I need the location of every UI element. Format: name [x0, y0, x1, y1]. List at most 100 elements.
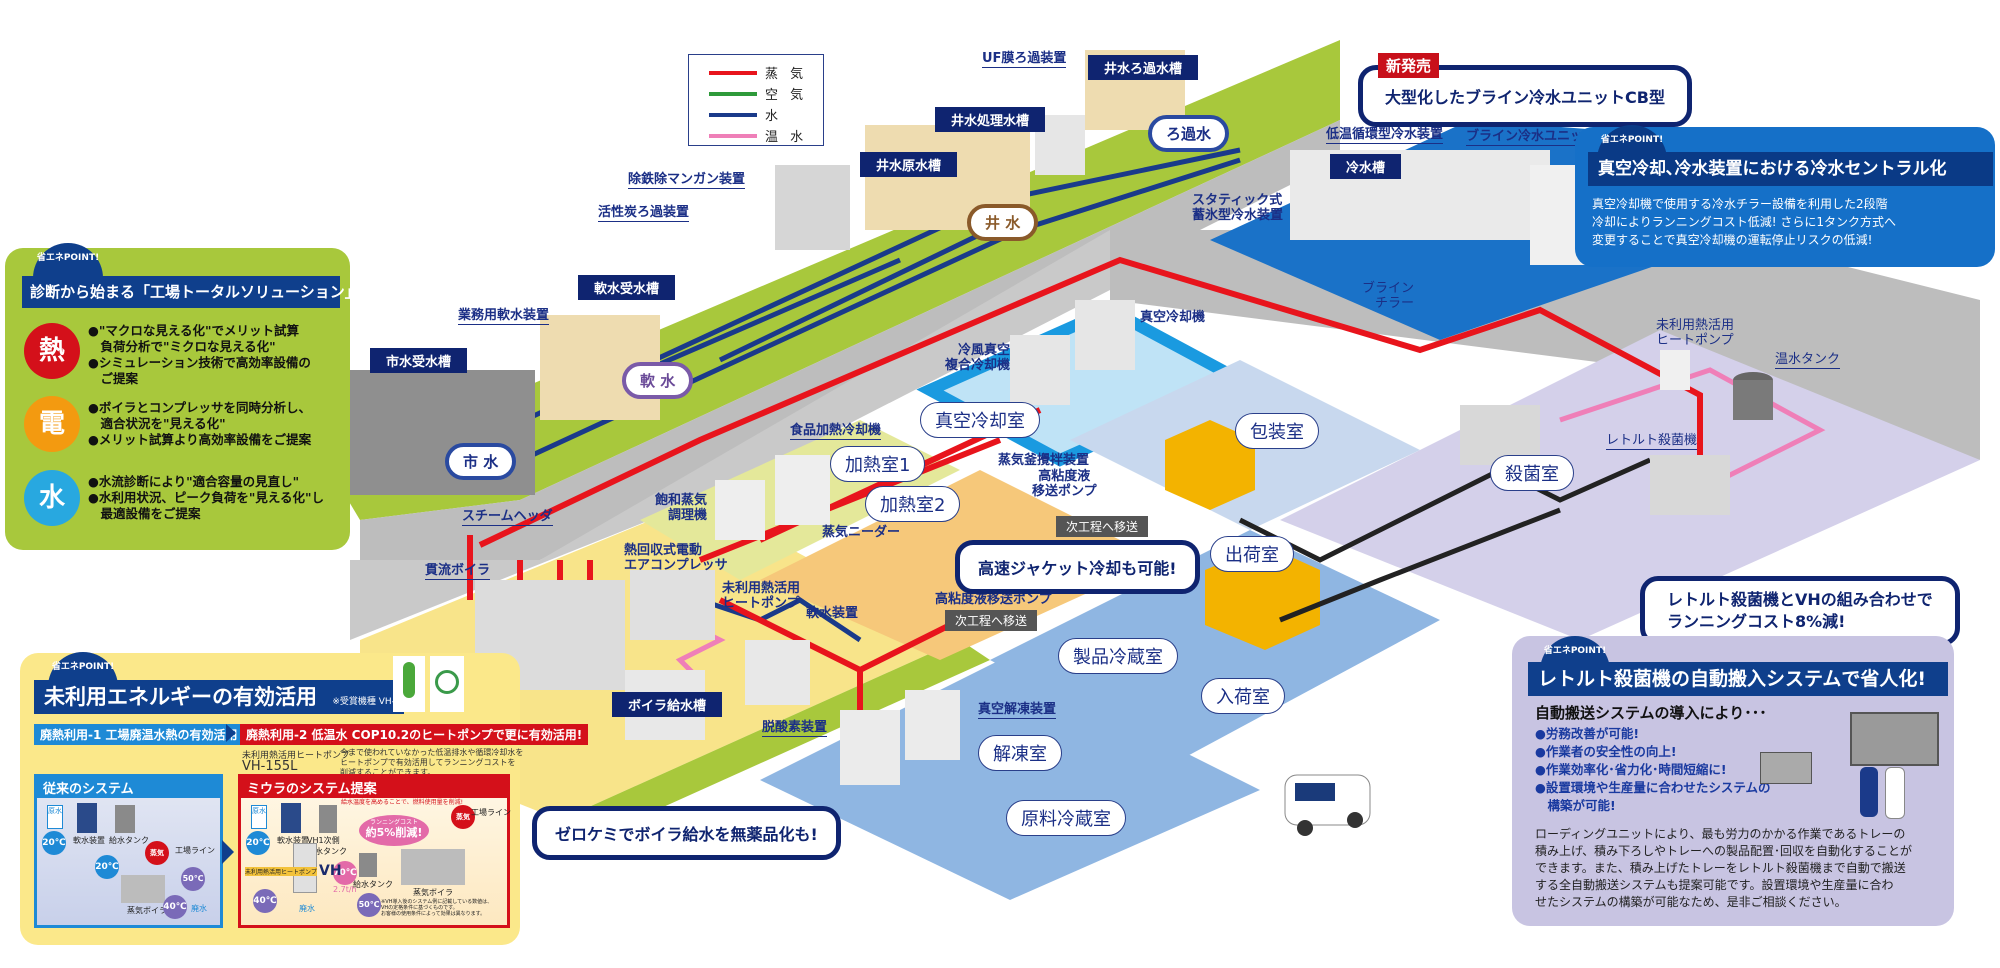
heat-line: 負荷分析で"ミクロな見える化"	[88, 339, 276, 354]
old-softener-label: 軟水装置	[73, 836, 105, 845]
label-steam-kettle: 蒸気釜攪拌装置	[998, 453, 1090, 468]
room-product-cold: 製品冷蔵室	[1058, 638, 1178, 674]
new-release-title: 大型化したブライン冷水ユニットCB型	[1385, 88, 1665, 107]
badge-well-water: 井 水	[967, 204, 1039, 241]
new-system-box: ミウラのシステム提案 給水温度を高めることで、燃料使用量を削減! 原水 20℃ …	[238, 774, 511, 928]
new-temp-50: 50℃	[357, 893, 381, 917]
callout-zero-chemical: ゼロケミでボイラ給水を無薬品化も!	[532, 806, 841, 860]
water-line: ●水流診断により"適合容量の見直し"	[88, 474, 300, 489]
label-brine-unit: ブライン冷水ユニット	[1466, 129, 1597, 146]
new-feed-tank-illustration	[359, 853, 377, 877]
legend-line-steam	[709, 70, 757, 75]
cost-value: 約5%削減!	[365, 826, 423, 839]
callout-retort-vh-line2: ランニングコスト8%減!	[1667, 612, 1846, 631]
old-temp-4: 50℃	[181, 867, 205, 891]
label-food-heat-cool: 食品加熱冷却機	[790, 423, 882, 440]
electric-icon: 電	[24, 396, 80, 452]
label-heat-pump-right-line1: 未利用熱活用	[1656, 318, 1735, 333]
label-cold-air-vacuum-line2: 複合冷却機	[945, 358, 1011, 373]
retort-body-line: せたシステムの構築が可能なため、是非ご相談ください。	[1535, 895, 1847, 909]
label-iron-manganese: 除鉄除マンガン装置	[628, 172, 746, 189]
staff-illustration	[1860, 767, 1878, 817]
cooling-body-line: 変更することで真空冷却機の運転停止リスクの低減!	[1592, 233, 1873, 247]
arrow-right-icon	[222, 840, 234, 864]
label-brine-chiller-line2: チラー	[1375, 296, 1415, 311]
product-desc-line: 今まで使われていなかった低温排水や循環冷却水を	[340, 748, 524, 757]
conveyor-line-2	[1279, 507, 1561, 623]
label-heat-recovery-compressor-line2: エアコンプレッサ	[624, 558, 728, 573]
label-activated-carbon: 活性炭ろ過装置	[598, 205, 690, 222]
old-temp-2: 20℃	[95, 855, 119, 879]
footnote-line: VHの定格条件に基づくものです。	[381, 905, 458, 911]
tag-cold-water-tank: 冷水槽	[1330, 154, 1402, 179]
product-desc: 今まで使われていなかった低温排水や循環冷却水を ヒートポンプで有効活用してランニ…	[340, 748, 523, 778]
label-steam-header: スチームヘッダ	[462, 509, 553, 526]
legend-line-air	[709, 91, 757, 96]
legend-label-water: 水	[765, 109, 783, 124]
label-deoxygenator: 脱酸素装置	[762, 720, 828, 737]
retort-check-item: ●労務改善が可能!	[1535, 726, 1640, 741]
new-temp-70: 70℃	[333, 861, 357, 885]
label-retort: レトルト殺菌機	[1606, 433, 1698, 450]
legend-air: 空 気	[709, 84, 823, 103]
room-raw-cold: 原料冷蔵室	[1006, 800, 1126, 836]
energy-sub-1: 廃熱利用-1 工場廃温水熱の有効活用	[34, 724, 244, 745]
award-note: ※受賞機種 VH-155L	[332, 697, 418, 707]
legend-label-hot-water: 温 水	[765, 130, 808, 145]
label-softener: 軟水装置	[806, 606, 859, 621]
cooling-body: 真空冷却機で使用する冷水チラー設備を利用した2段階 冷却によりランニングコスト低…	[1592, 195, 1896, 249]
sterilization-floor	[1280, 330, 1980, 640]
heat-list: ●"マクロな見える化"でメリット試算 負荷分析で"ミクロな見える化" ●シミュレ…	[88, 323, 311, 387]
heat-icon: 熱	[24, 323, 80, 379]
label-brine-chiller: ブラインチラー	[1362, 281, 1414, 311]
pipe-legend: 蒸 気 空 気 水 温 水	[688, 54, 824, 146]
label-viscous-pump-1-line2: 移送ポンプ	[1032, 484, 1097, 499]
callout-jacket-cooling: 高速ジャケット冷却も可能!	[955, 540, 1200, 594]
old-boiler-label: 蒸気ボイラ	[127, 906, 167, 915]
label-heat-pump-unused-line2: ヒートポンプ	[722, 596, 800, 611]
old-drain-label: 廃水	[191, 904, 207, 913]
label-steam-kneader: 蒸気ニーダー	[822, 525, 901, 540]
product-desc-line: ヒートポンプで有効活用してランニングコストを	[340, 758, 516, 767]
factory-title: 診断から始まる「工場トータルソリューション」	[22, 276, 360, 308]
energy-title: 未利用エネルギーの有効活用 ※受賞機種 VH-155L	[34, 680, 417, 714]
label-viscous-pump-1-line1: 高粘度液	[1038, 469, 1091, 484]
label-hot-water-tank: 温水タンク	[1775, 352, 1841, 369]
label-vacuum-thaw: 真空解凍装置	[978, 702, 1057, 719]
technology-award-logo	[430, 656, 464, 712]
product-model: VH-155L	[242, 759, 298, 774]
retort-body-line: できます。また、積み上げたトレーをレトルト殺菌機まで自動で搬送	[1535, 861, 1906, 875]
label-vacuum-cooler: 真空冷却機	[1140, 310, 1206, 325]
label-heat-pump-unused: 未利用熱活用ヒートポンプ	[722, 581, 800, 611]
label-commercial-softener: 業務用軟水装置	[458, 308, 550, 325]
label-viscous-pump-1: 高粘度液移送ポンプ	[1032, 469, 1097, 499]
heat-line: ご提案	[88, 371, 139, 386]
old-feed-tank-illustration	[115, 805, 135, 833]
footnote-line: お客様の使用条件によって効果は異なります。	[381, 911, 486, 917]
tray-cart-illustration	[1760, 752, 1812, 784]
energy-title-text: 未利用エネルギーの有効活用	[44, 685, 317, 709]
water-icon: 水	[24, 470, 80, 526]
old-system-title: 従来のシステム	[37, 777, 220, 798]
old-temp-3: 40℃	[163, 895, 187, 919]
new-release-badge: 新発売	[1378, 53, 1440, 78]
loading-unit-illustration	[1850, 712, 1939, 766]
label-saturated-steam-line1: 飽和蒸気	[655, 493, 708, 508]
new-temp-1: 20℃	[246, 831, 270, 855]
worker-illustration	[1885, 767, 1905, 819]
legend-steam: 蒸 気	[709, 63, 823, 82]
old-raw-water: 原水	[47, 805, 63, 829]
old-temp-1: 20℃	[42, 831, 66, 855]
retort-illustration	[1760, 712, 1940, 822]
tag-well-filtered-tank: 井水ろ過水槽	[1088, 55, 1199, 80]
heat-line: ●シミュレーション技術で高効率設備の	[88, 355, 311, 370]
new-flow-70: 2.7t/h	[333, 885, 357, 894]
new-steam: 蒸気	[451, 805, 475, 829]
vh-label: 未利用熱活用ヒートポンプ	[245, 867, 317, 876]
label-cold-air-vacuum-line1: 冷風真空	[958, 343, 1011, 358]
room-shipping: 出荷室	[1210, 536, 1294, 572]
cooling-body-line: 冷却によりランニングコスト低減! さらに1タンク方式へ	[1592, 215, 1897, 229]
new-system-title: ミウラのシステム提案	[241, 777, 507, 798]
label-saturated-steam: 飽和蒸気調理機	[655, 493, 707, 523]
arrow-right-icon	[226, 724, 236, 742]
